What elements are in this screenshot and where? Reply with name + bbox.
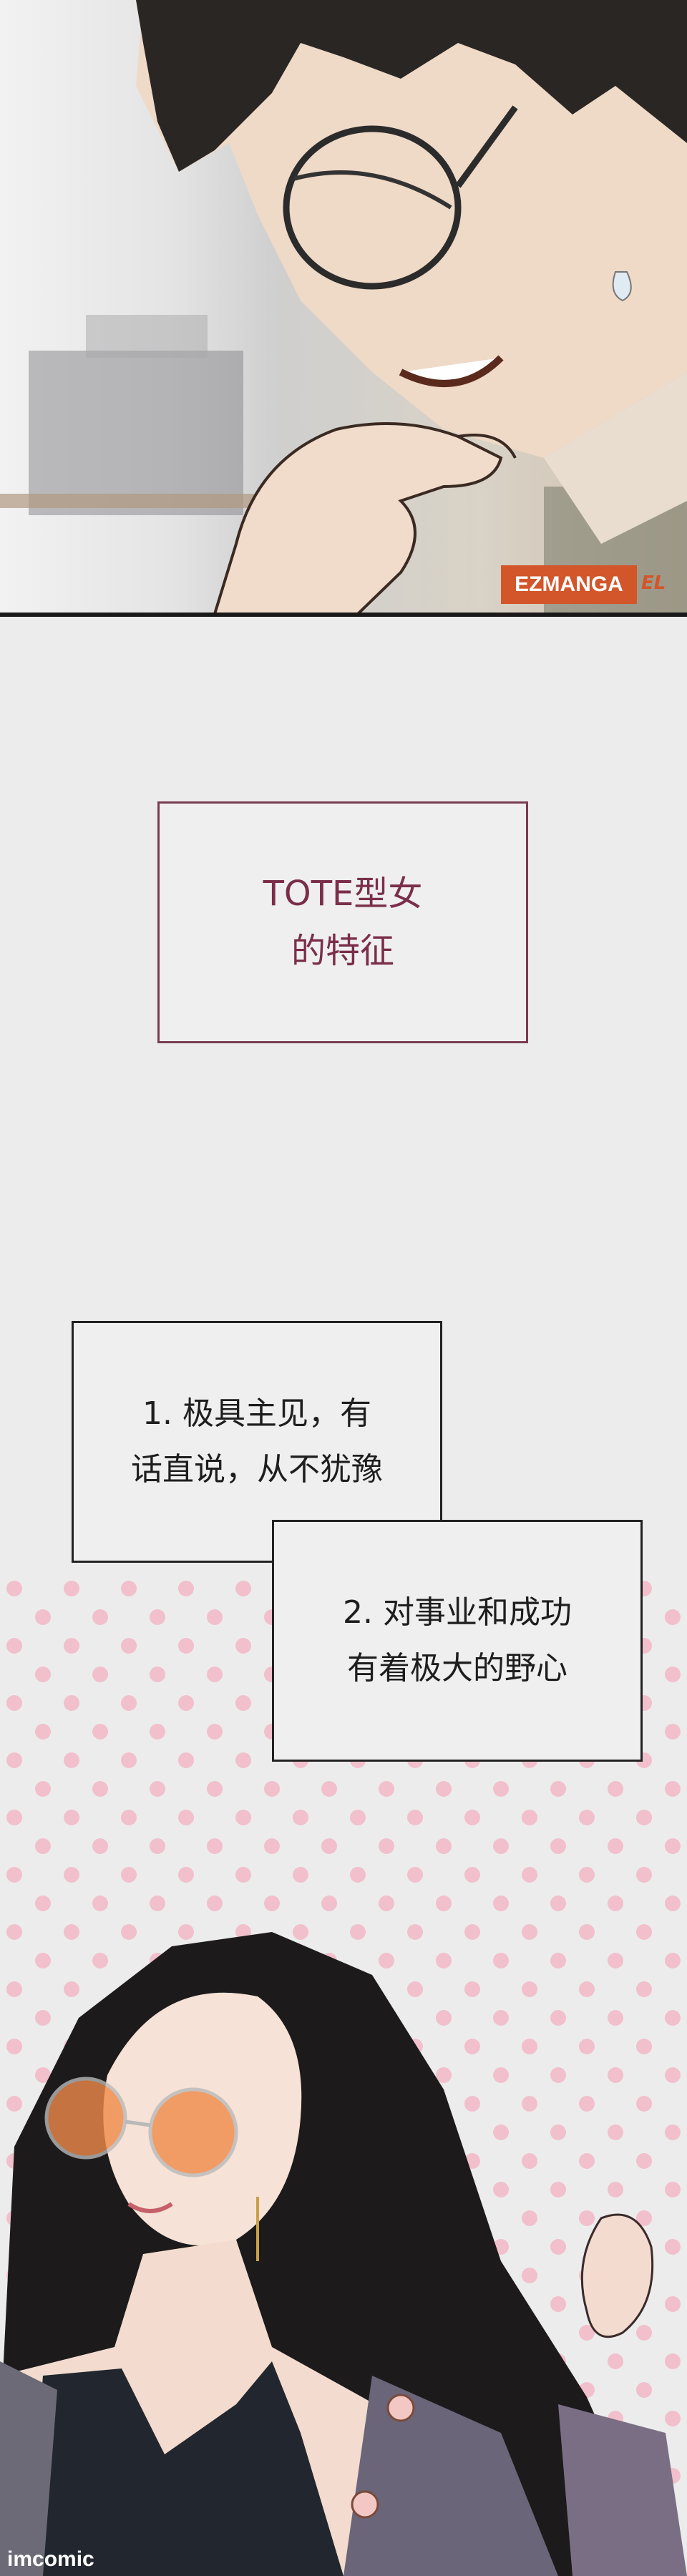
title-line-2: 的特征 [291, 931, 394, 971]
corner-logo: EL [641, 572, 666, 594]
man-illustration [0, 0, 687, 614]
bubble-2-line-2: 有着极大的野心 [347, 1650, 567, 1687]
manga-panel-man: EZMANGA EL [0, 0, 687, 614]
bubble-2-line-1: 2. 对事业和成功 [343, 1594, 572, 1631]
ezmanga-watermark: EZMANGA [501, 565, 637, 604]
speech-bubble-trait-2: 2. 对事业和成功 有着极大的野心 [272, 1520, 643, 1762]
title-box: TOTE型女 的特征 [157, 801, 528, 1043]
panel-divider [0, 613, 687, 617]
imcomic-credit: imcomic [7, 2547, 94, 2571]
title-line-1: TOTE型女 [263, 874, 423, 914]
bubble-1-line-2: 话直说，从不犹豫 [131, 1451, 383, 1488]
bubble-1-line-1: 1. 极具主见，有 [142, 1395, 371, 1432]
